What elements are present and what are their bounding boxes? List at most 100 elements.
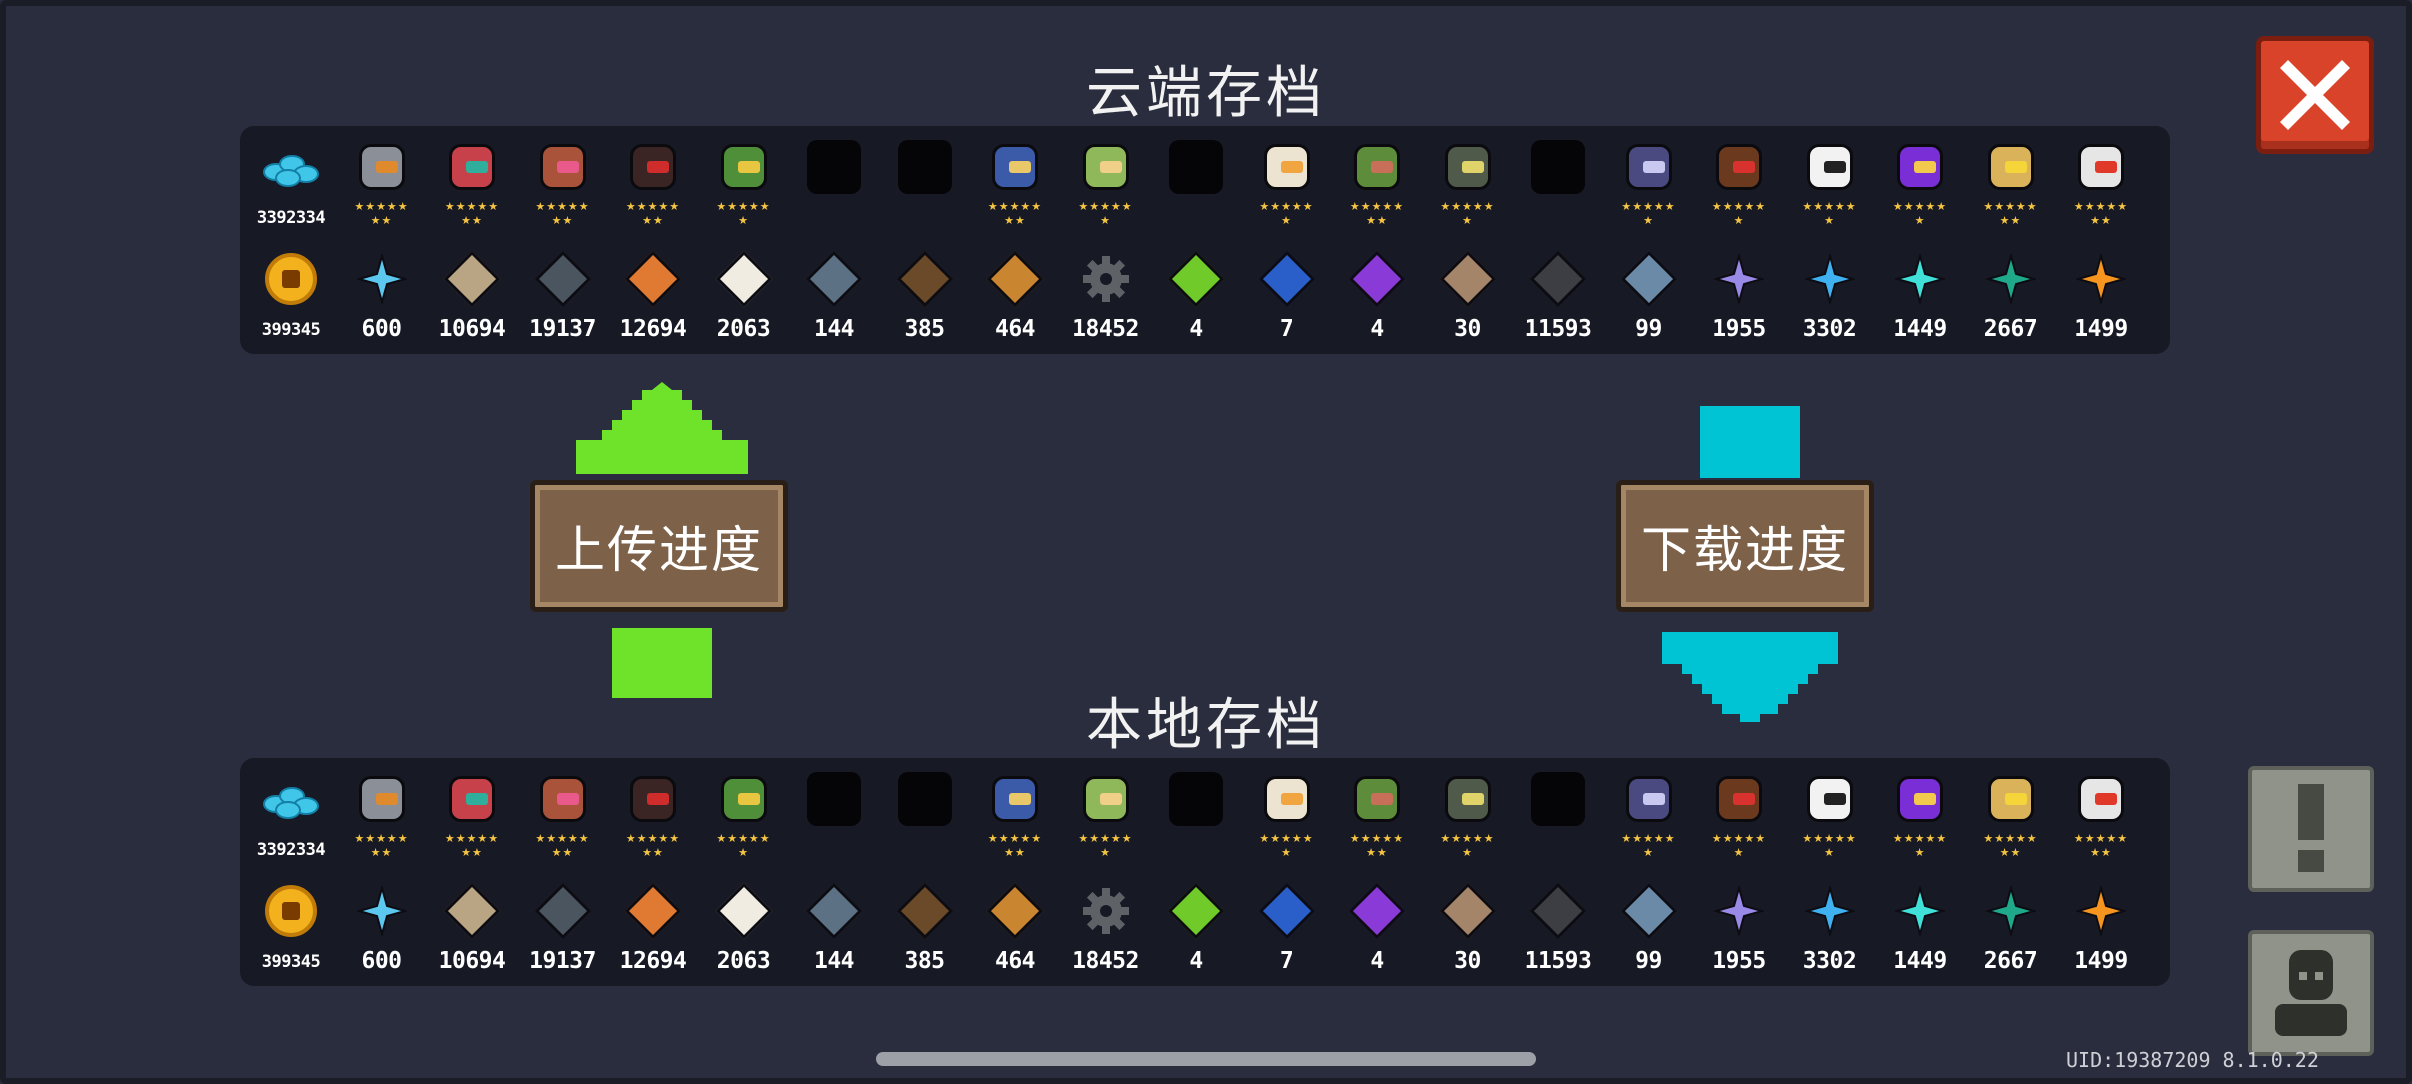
character-slot[interactable]: ★★★★★★★ <box>339 126 425 236</box>
character-slot[interactable]: ★★★★★★★ <box>972 126 1058 236</box>
material-slot[interactable]: 4 <box>1153 238 1239 348</box>
material-slot[interactable]: 19137 <box>520 238 606 348</box>
character-slot[interactable]: ★★★★★★ <box>1425 126 1511 236</box>
character-slot[interactable]: ★★★★★★★ <box>339 758 425 868</box>
material-slot[interactable]: 30 <box>1425 238 1511 348</box>
character-slot[interactable] <box>791 758 877 868</box>
character-slot[interactable]: ★★★★★★ <box>701 126 787 236</box>
material-slot[interactable]: 2063 <box>701 238 787 348</box>
material-slot[interactable]: 385 <box>882 238 968 348</box>
character-slot[interactable] <box>1153 758 1239 868</box>
character-slot[interactable]: ★★★★★★ <box>1244 758 1330 868</box>
knight-icon <box>351 768 413 830</box>
character-slot[interactable] <box>882 126 968 236</box>
material-slot[interactable]: 18452 <box>1063 238 1149 348</box>
material-slot[interactable]: 11593 <box>1515 870 1601 980</box>
material-slot[interactable]: 399345 <box>248 870 334 980</box>
character-slot[interactable]: ★★★★★★★ <box>520 126 606 236</box>
material-slot[interactable]: 144 <box>791 870 877 980</box>
character-slot[interactable]: ★★★★★★ <box>701 758 787 868</box>
character-slot[interactable]: ★★★★★★★ <box>1968 758 2054 868</box>
material-slot[interactable]: 1499 <box>2058 238 2144 348</box>
material-slot[interactable]: 464 <box>972 238 1058 348</box>
elf-icon <box>1075 136 1137 198</box>
upload-progress-button[interactable]: 上传进度 <box>530 480 788 612</box>
material-slot[interactable]: 600 <box>339 238 425 348</box>
close-button[interactable] <box>2256 36 2374 154</box>
character-slot[interactable] <box>1515 758 1601 868</box>
material-slot[interactable]: 4 <box>1334 870 1420 980</box>
material-slot[interactable]: 1499 <box>2058 870 2144 980</box>
material-slot[interactable]: 464 <box>972 870 1058 980</box>
rogue-head <box>449 776 495 822</box>
material-slot[interactable]: 11593 <box>1515 238 1601 348</box>
character-slot[interactable] <box>882 758 968 868</box>
character-slot[interactable]: 3392334 <box>248 126 334 236</box>
material-slot[interactable]: 2667 <box>1968 870 2054 980</box>
material-slot[interactable]: 3302 <box>1787 238 1873 348</box>
material-slot[interactable]: 4 <box>1153 870 1239 980</box>
paladin-head <box>992 144 1038 190</box>
character-slot[interactable] <box>1153 126 1239 236</box>
crystal-cyan-icon <box>1889 248 1951 310</box>
character-slot[interactable]: ★★★★★★ <box>1877 758 1963 868</box>
material-slot[interactable]: 1449 <box>1877 870 1963 980</box>
character-slot[interactable]: ★★★★★★★ <box>1334 758 1420 868</box>
character-slot[interactable]: ★★★★★★★ <box>610 758 696 868</box>
character-slot[interactable]: ★★★★★★ <box>1877 126 1963 236</box>
notice-button[interactable] <box>2248 766 2374 892</box>
material-slot[interactable]: 144 <box>791 238 877 348</box>
material-slot[interactable]: 18452 <box>1063 870 1149 980</box>
character-slot[interactable]: ★★★★★★★ <box>972 758 1058 868</box>
rogue-head <box>449 144 495 190</box>
material-slot[interactable]: 399345 <box>248 238 334 348</box>
character-slot[interactable]: ★★★★★★ <box>1063 758 1149 868</box>
material-slot[interactable]: 99 <box>1606 238 1692 348</box>
character-slot[interactable] <box>791 126 877 236</box>
character-slot[interactable]: ★★★★★★ <box>1244 126 1330 236</box>
home-indicator[interactable] <box>876 1052 1536 1066</box>
material-slot[interactable]: 12694 <box>610 870 696 980</box>
character-slot[interactable] <box>1515 126 1601 236</box>
material-slot[interactable]: 600 <box>339 870 425 980</box>
character-slot[interactable]: ★★★★★★ <box>1696 758 1782 868</box>
character-slot[interactable]: ★★★★★★ <box>1425 758 1511 868</box>
material-slot[interactable]: 1955 <box>1696 870 1782 980</box>
material-slot[interactable]: 2667 <box>1968 238 2054 348</box>
download-progress-button[interactable]: 下载进度 <box>1616 480 1874 612</box>
material-slot[interactable]: 10694 <box>429 238 515 348</box>
material-slot[interactable]: 1449 <box>1877 238 1963 348</box>
material-slot[interactable]: 7 <box>1244 870 1330 980</box>
profile-button[interactable] <box>2248 930 2374 1056</box>
character-slot[interactable]: ★★★★★★★ <box>429 758 515 868</box>
character-stars: ★★★★★★★ <box>2073 200 2129 227</box>
material-slot[interactable]: 10694 <box>429 870 515 980</box>
druid-icon <box>1346 136 1408 198</box>
character-slot[interactable]: 3392334 <box>248 758 334 868</box>
character-slot[interactable]: ★★★★★★★ <box>429 126 515 236</box>
material-slot[interactable]: 99 <box>1606 870 1692 980</box>
character-slot[interactable]: ★★★★★★ <box>1696 126 1782 236</box>
character-slot[interactable]: ★★★★★★ <box>1787 758 1873 868</box>
material-slot[interactable]: 3302 <box>1787 870 1873 980</box>
character-slot[interactable]: ★★★★★★★ <box>1968 126 2054 236</box>
material-slot[interactable]: 2063 <box>701 870 787 980</box>
material-slot[interactable]: 30 <box>1425 870 1511 980</box>
character-slot[interactable]: ★★★★★★ <box>1787 126 1873 236</box>
character-slot[interactable]: ★★★★★★★ <box>520 758 606 868</box>
character-slot[interactable]: ★★★★★★ <box>1606 126 1692 236</box>
material-count: 144 <box>813 948 855 974</box>
material-slot[interactable]: 7 <box>1244 238 1330 348</box>
character-slot[interactable]: ★★★★★★★ <box>610 126 696 236</box>
character-slot[interactable]: ★★★★★★★ <box>1334 126 1420 236</box>
material-slot[interactable]: 1955 <box>1696 238 1782 348</box>
character-slot[interactable]: ★★★★★★★ <box>2058 126 2144 236</box>
material-slot[interactable]: 19137 <box>520 870 606 980</box>
material-slot[interactable]: 385 <box>882 870 968 980</box>
character-slot[interactable]: ★★★★★★★ <box>2058 758 2144 868</box>
material-slot[interactable]: 4 <box>1334 238 1420 348</box>
priest-head <box>1263 776 1310 822</box>
character-slot[interactable]: ★★★★★★ <box>1063 126 1149 236</box>
character-slot[interactable]: ★★★★★★ <box>1606 758 1692 868</box>
material-slot[interactable]: 12694 <box>610 238 696 348</box>
